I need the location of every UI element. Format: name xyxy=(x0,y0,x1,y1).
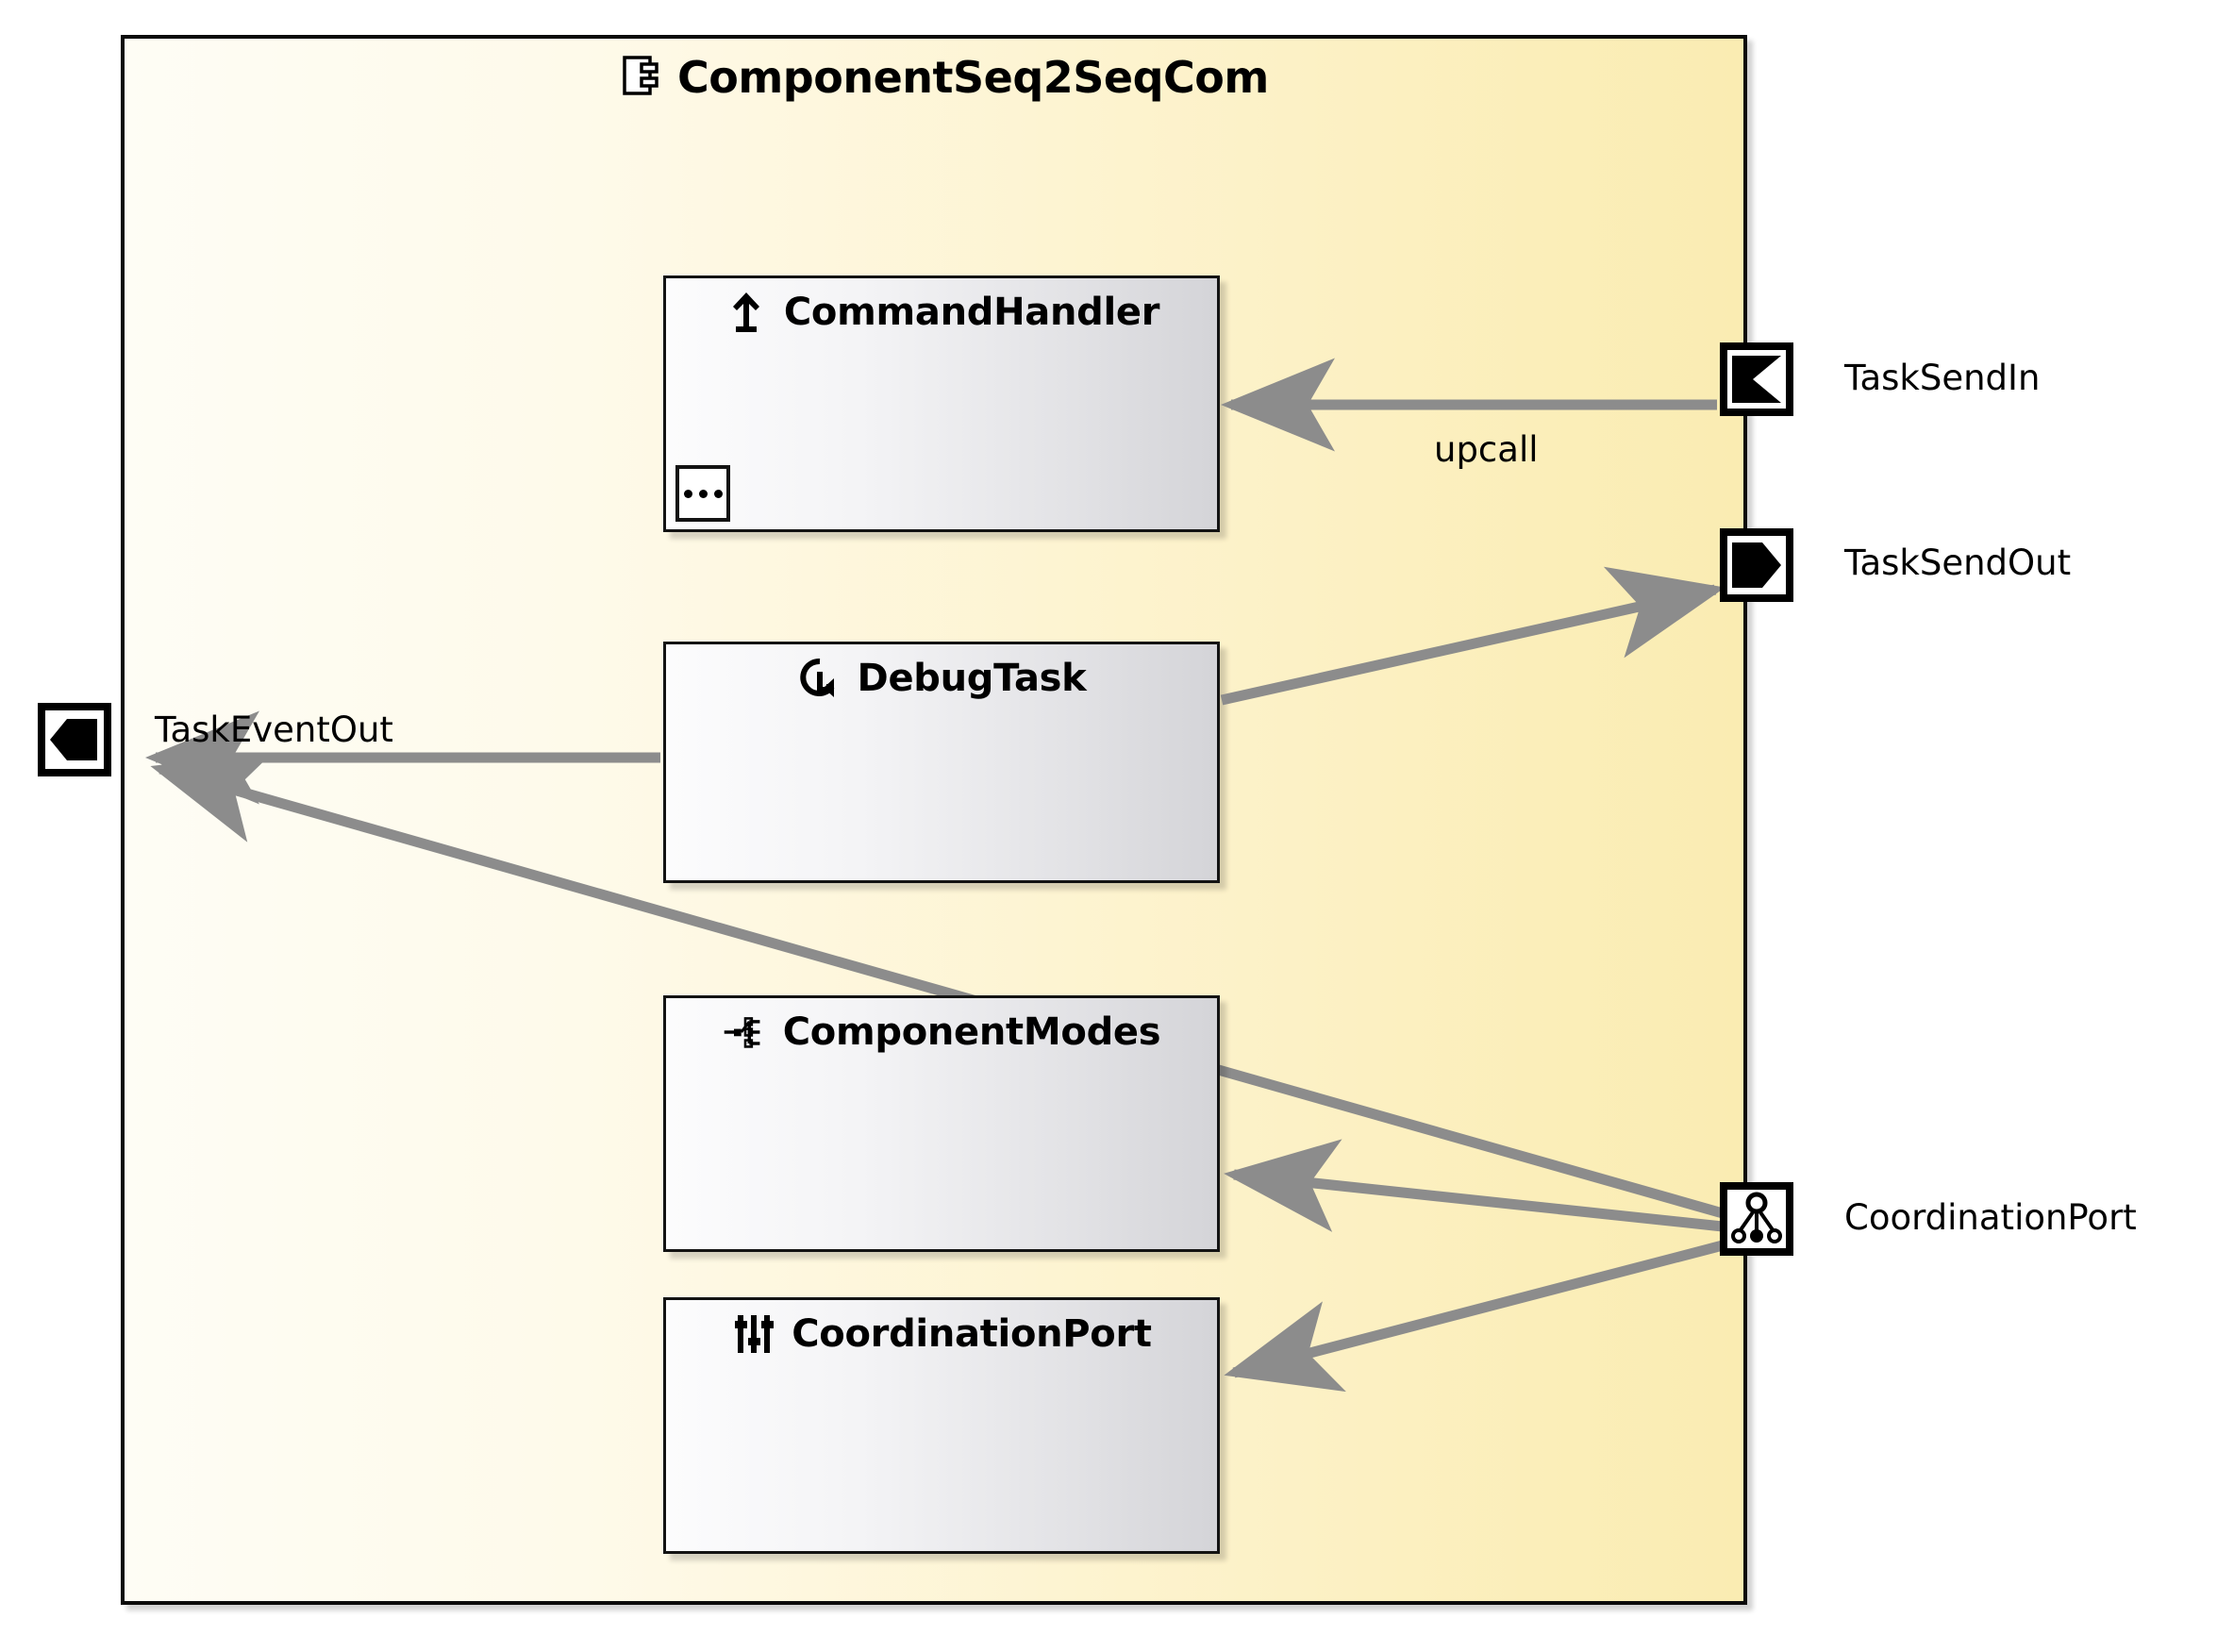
element-box-debug-task[interactable]: DebugTask xyxy=(663,642,1220,883)
element-header-coordination-port: CoordinationPort xyxy=(666,1311,1217,1357)
element-header-component-modes: ComponentModes xyxy=(666,1010,1217,1055)
port-label-task-send-in: TaskSendIn xyxy=(1844,358,2041,398)
element-label-command-handler: CommandHandler xyxy=(783,291,1160,334)
element-box-command-handler[interactable]: CommandHandler xyxy=(663,275,1220,532)
up-arrow-icon xyxy=(724,290,769,335)
ellipsis-dot xyxy=(698,489,708,498)
component-title: ComponentSeq2SeqCom xyxy=(623,49,1269,106)
port-task-event-out[interactable] xyxy=(38,703,111,776)
port-label-task-send-out: TaskSendOut xyxy=(1844,542,2072,583)
port-task-send-in[interactable] xyxy=(1720,342,1793,416)
port-label-coordination-port: CoordinationPort xyxy=(1844,1197,2137,1238)
edge-label-upcall: upcall xyxy=(1434,429,1539,470)
element-box-coordination-port[interactable]: CoordinationPort xyxy=(663,1297,1220,1554)
element-label-debug-task: DebugTask xyxy=(857,657,1087,700)
component-title-text: ComponentSeq2SeqCom xyxy=(677,52,1269,103)
output-port-left-icon xyxy=(50,719,97,760)
cycle-arrow-icon xyxy=(797,656,842,701)
port-label-task-event-out: TaskEventOut xyxy=(155,709,393,750)
element-header-debug-task: DebugTask xyxy=(666,656,1217,701)
ellipsis-dot xyxy=(713,489,723,498)
state-branch-icon xyxy=(723,1010,768,1055)
element-label-component-modes: ComponentModes xyxy=(782,1010,1161,1054)
ellipsis-box[interactable] xyxy=(675,465,730,522)
output-port-right-icon xyxy=(1732,542,1781,588)
component-icon xyxy=(623,54,660,101)
port-task-send-out[interactable] xyxy=(1720,528,1793,602)
coordination-tree-icon xyxy=(1731,1192,1782,1243)
element-header-command-handler: CommandHandler xyxy=(666,290,1217,335)
port-coordination-port[interactable] xyxy=(1720,1182,1793,1256)
element-label-coordination-port: CoordinationPort xyxy=(792,1312,1152,1356)
sliders-icon xyxy=(731,1311,776,1357)
element-box-component-modes[interactable]: ComponentModes xyxy=(663,995,1220,1252)
input-port-icon xyxy=(1732,356,1781,403)
ellipsis-dot xyxy=(683,489,692,498)
